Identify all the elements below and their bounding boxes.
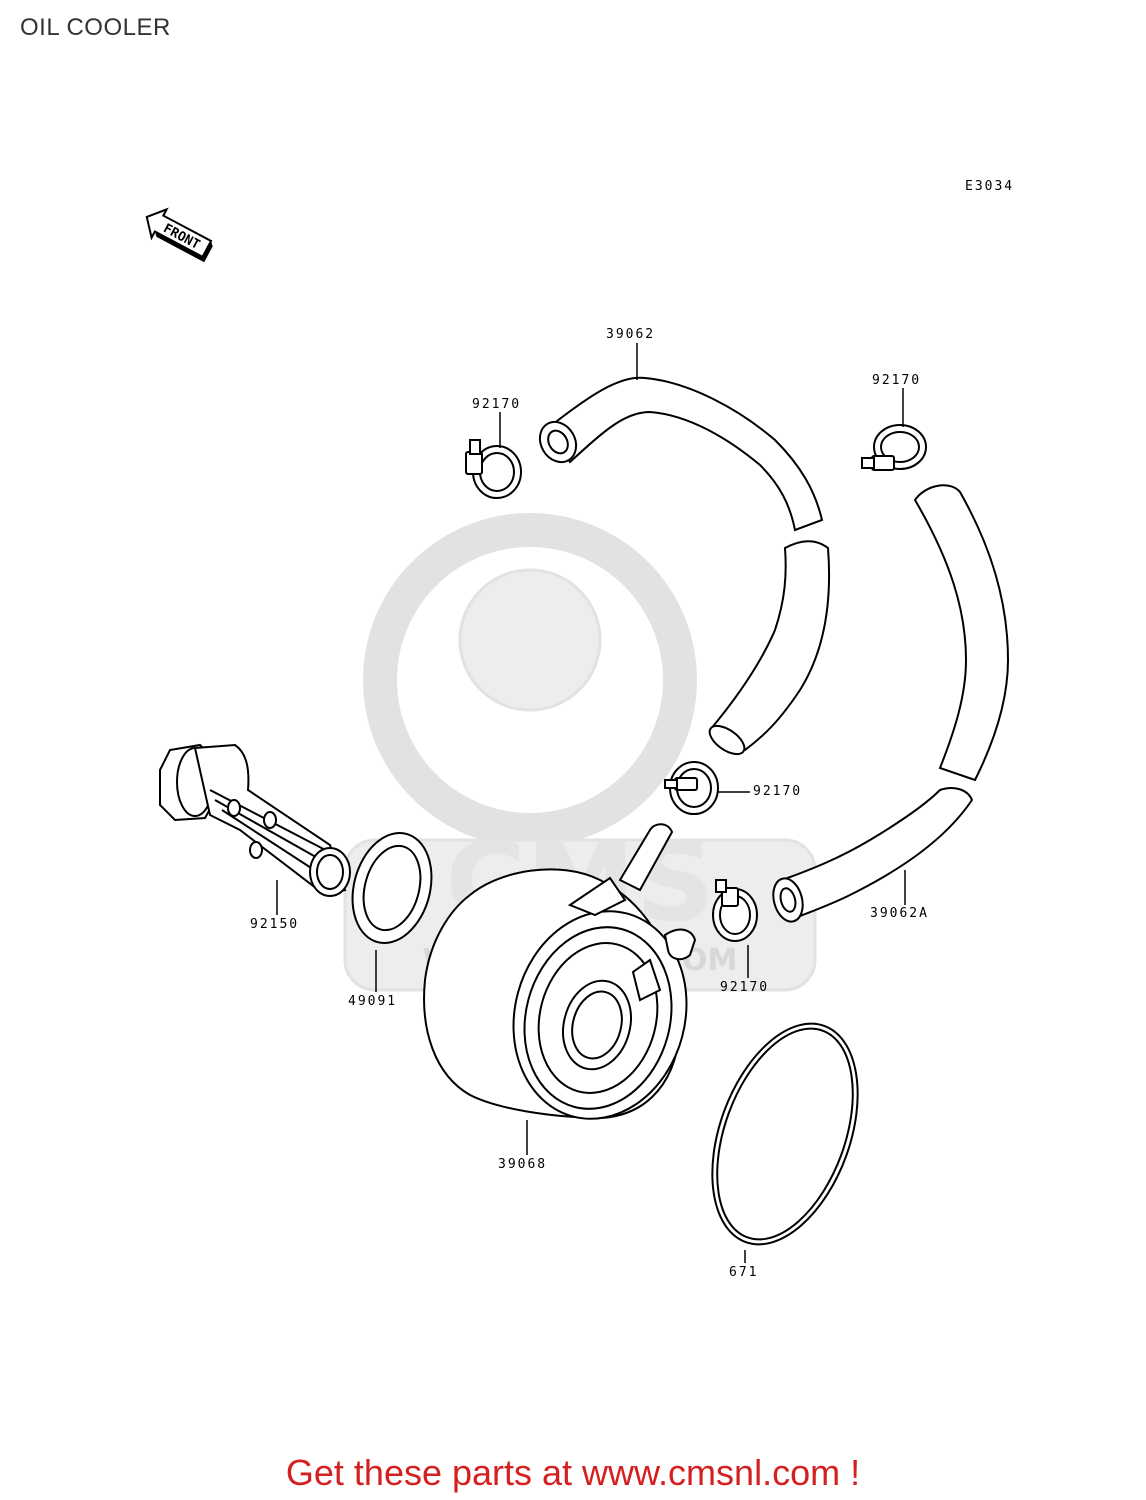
shop-link[interactable]: Get these parts at www.cmsnl.com !	[285, 1452, 861, 1493]
hose-upper	[538, 376, 831, 756]
part-number-oil-cooler: 39068	[498, 1157, 547, 1172]
oil-cooler	[423, 823, 697, 1120]
part-number-hose-upper: 39062	[606, 327, 655, 342]
gasket	[351, 832, 433, 944]
part-number-o-ring: 671	[729, 1265, 758, 1280]
front-arrow-icon: FRONT	[145, 207, 213, 263]
clamp-middle	[664, 761, 719, 815]
part-number-clamp-middle: 92170	[753, 784, 802, 799]
part-number-clamp-upper-left: 92170	[472, 397, 521, 412]
part-number-gasket: 49091	[348, 994, 397, 1009]
clamp-lower	[712, 879, 758, 942]
banjo-bolt	[159, 743, 351, 897]
part-number-hose-lower-right: 39062A	[870, 906, 929, 921]
reference-code: E3034	[965, 179, 1014, 194]
page-title: OIL COOLER	[20, 14, 171, 41]
leader-lines	[276, 343, 906, 1263]
hose-lower-right	[772, 484, 1010, 923]
part-number-banjo-bolt: 92150	[250, 917, 299, 932]
part-number-clamp-lower: 92170	[720, 980, 769, 995]
clamp-upper-right	[861, 424, 927, 471]
o-ring	[711, 1022, 859, 1246]
part-number-clamp-upper-right: 92170	[872, 373, 921, 388]
clamp-upper-left	[465, 439, 522, 499]
